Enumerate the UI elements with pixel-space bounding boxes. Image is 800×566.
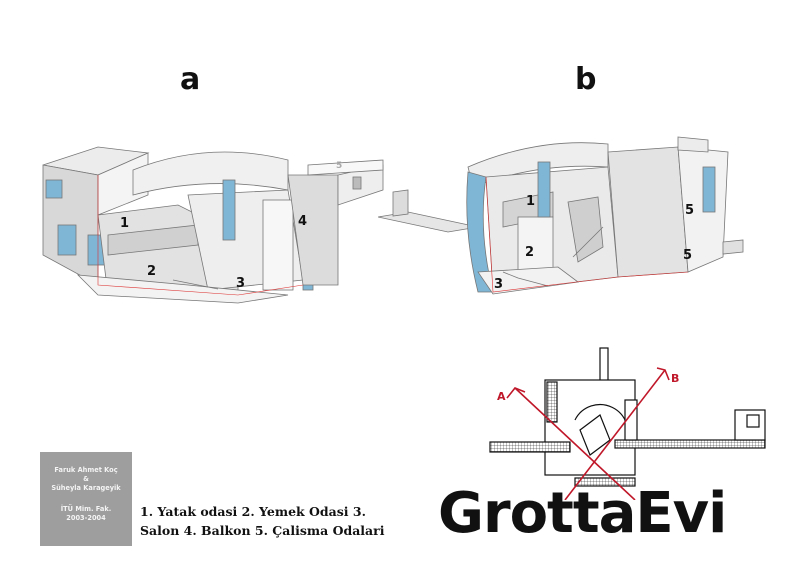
room-number: 2 [147, 264, 156, 279]
credit-school: İTÜ Mim. Fak. [60, 505, 112, 513]
room-number: 3 [494, 277, 503, 292]
room-number: 5 [685, 203, 694, 218]
panel-label-b: b [575, 62, 597, 97]
credit-author-1: Faruk Ahmet Koç [54, 466, 118, 474]
room-number: 5 [683, 248, 692, 263]
legend-line-1: 1. Yatak odasi 2. Yemek Odasi 3. [140, 504, 366, 519]
credit-ampersand: & [83, 475, 89, 483]
room-number: 4 [298, 214, 307, 229]
room-legend: 1. Yatak odasi 2. Yemek Odasi 3. Salon 4… [140, 502, 440, 540]
room-number: 1 [120, 216, 129, 231]
model-view-b: 1 2 3 5 5 [378, 136, 744, 295]
credits-box: Faruk Ahmet Koç & Süheyla Karageyik İTÜ … [40, 452, 132, 546]
room-number: 1 [526, 194, 535, 209]
section-label-a: A [497, 390, 506, 403]
section-label-b: B [671, 372, 679, 385]
legend-line-2: Salon 4. Balkon 5. Çalisma Odalari [140, 523, 385, 538]
credit-author-2: Süheyla Karageyik [51, 484, 121, 492]
room-number: 3 [236, 276, 245, 291]
floor-plan: A B [489, 347, 766, 500]
panel-label-a: a [180, 62, 201, 97]
credit-year: 2003-2004 [66, 514, 106, 522]
page-title: GrottaEvi [438, 481, 727, 546]
model-view-a: 1 2 3 4 5 [42, 146, 384, 304]
room-number: 5 [336, 161, 342, 171]
room-number: 2 [525, 245, 534, 260]
